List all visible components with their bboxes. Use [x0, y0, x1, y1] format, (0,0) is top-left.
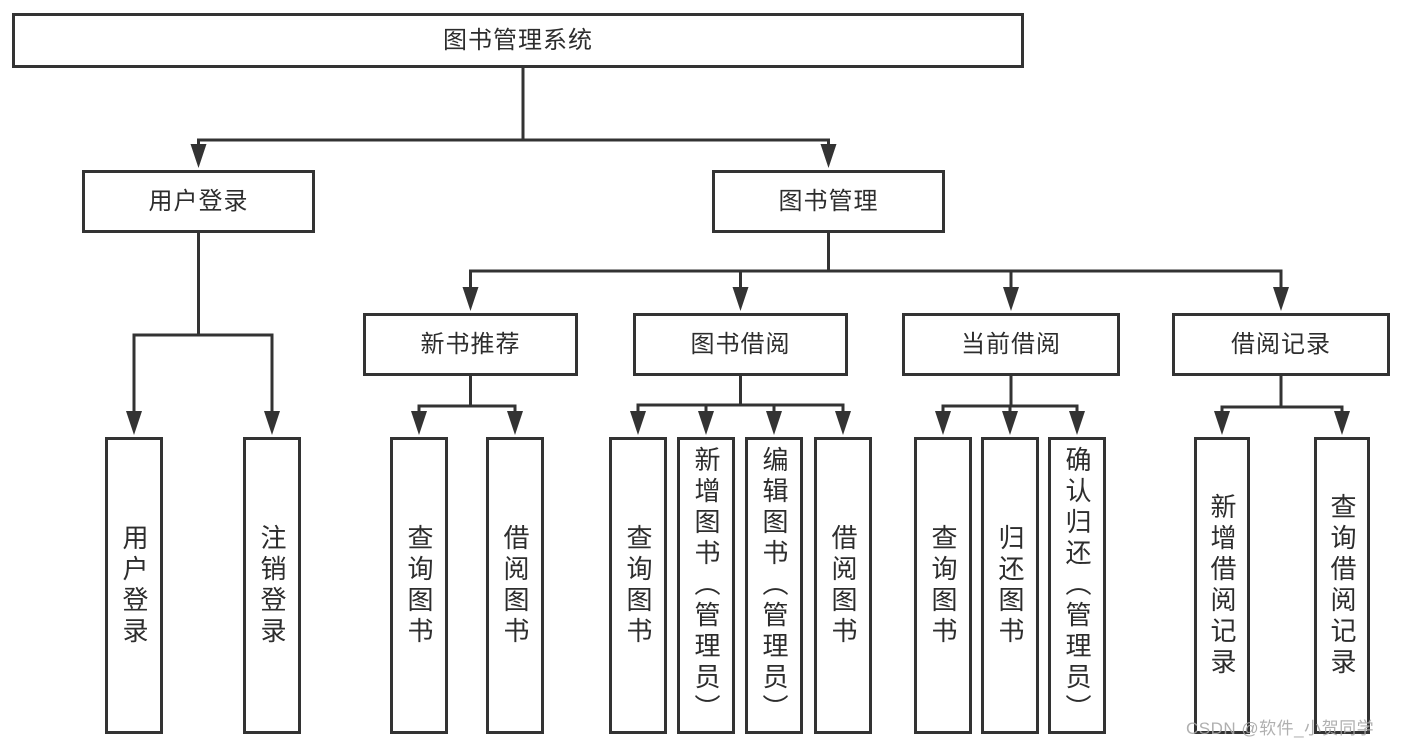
csdn-watermark: CSDN @软件_小贺同学 [1186, 719, 1375, 738]
node-label: 借阅图书 [500, 523, 530, 648]
node-label: 查询借阅记录 [1327, 492, 1357, 679]
arrowhead-icon [462, 287, 479, 311]
arrowhead-icon [698, 411, 714, 435]
node-leaf-borrow-book: 借阅图书 [814, 437, 872, 734]
arrowhead-icon [835, 411, 851, 435]
node-new-book-recommend: 新书推荐 [363, 313, 578, 376]
node-label: 图书管理 [778, 187, 879, 215]
node-label: 确认归还（管理员） [1062, 446, 1092, 725]
node-borrowing-records: 借阅记录 [1172, 313, 1390, 376]
node-leaf-query-book-borrowing: 查询图书 [609, 437, 667, 734]
node-label: 注销登录 [257, 523, 287, 648]
node-label: 新书推荐 [420, 330, 521, 358]
node-leaf-query-book-current: 查询图书 [914, 437, 972, 734]
node-label: 编辑图书（管理员） [759, 446, 789, 725]
node-leaf-logout: 注销登录 [243, 437, 301, 734]
node-leaf-query-borrow-record: 查询借阅记录 [1314, 437, 1370, 734]
arrowhead-icon [126, 411, 142, 435]
node-label: 新增借阅记录 [1207, 492, 1237, 679]
arrowhead-icon [1003, 287, 1019, 311]
node-leaf-query-book-recommend: 查询图书 [390, 437, 448, 734]
node-leaf-edit-book-admin: 编辑图书（管理员） [745, 437, 803, 734]
node-book-borrowing: 图书借阅 [633, 313, 848, 376]
node-leaf-borrow-book-recommend: 借阅图书 [486, 437, 544, 734]
node-label: 图书借阅 [690, 330, 791, 358]
arrowhead-icon [1273, 287, 1289, 311]
arrowhead-icon [190, 144, 207, 168]
node-book-management: 图书管理 [712, 170, 945, 233]
arrowhead-icon [935, 411, 951, 435]
node-leaf-return-book: 归还图书 [981, 437, 1039, 734]
arrowhead-icon [507, 411, 523, 435]
node-user-login: 用户登录 [82, 170, 315, 233]
node-label: 当前借阅 [961, 330, 1061, 358]
arrowhead-icon [732, 287, 749, 311]
node-label: 查询图书 [623, 523, 653, 648]
node-label: 查询图书 [928, 523, 958, 648]
node-label: 归还图书 [995, 523, 1025, 648]
node-root: 图书管理系统 [12, 13, 1024, 68]
node-label: 查询图书 [404, 523, 434, 648]
node-label: 图书管理系统 [443, 26, 593, 54]
node-label: 用户登录 [119, 523, 149, 648]
node-leaf-confirm-return-admin: 确认归还（管理员） [1048, 437, 1106, 734]
arrowhead-icon [1069, 411, 1085, 435]
node-leaf-user-login: 用户登录 [105, 437, 163, 734]
arrowhead-icon [1002, 411, 1018, 435]
arrowhead-icon [630, 411, 646, 435]
node-leaf-add-book-admin: 新增图书（管理员） [677, 437, 735, 734]
node-leaf-add-borrow-record: 新增借阅记录 [1194, 437, 1250, 734]
arrowhead-icon [1214, 411, 1230, 435]
node-current-borrowing: 当前借阅 [902, 313, 1120, 376]
arrowhead-icon [1334, 411, 1350, 435]
arrowhead-icon [264, 411, 280, 435]
node-label: 借阅图书 [828, 523, 858, 648]
arrowhead-icon [411, 411, 427, 435]
node-label: 用户登录 [148, 187, 249, 215]
arrowhead-icon [766, 411, 782, 435]
node-label: 新增图书（管理员） [691, 446, 721, 725]
arrowhead-icon [820, 144, 837, 168]
node-label: 借阅记录 [1231, 330, 1331, 358]
